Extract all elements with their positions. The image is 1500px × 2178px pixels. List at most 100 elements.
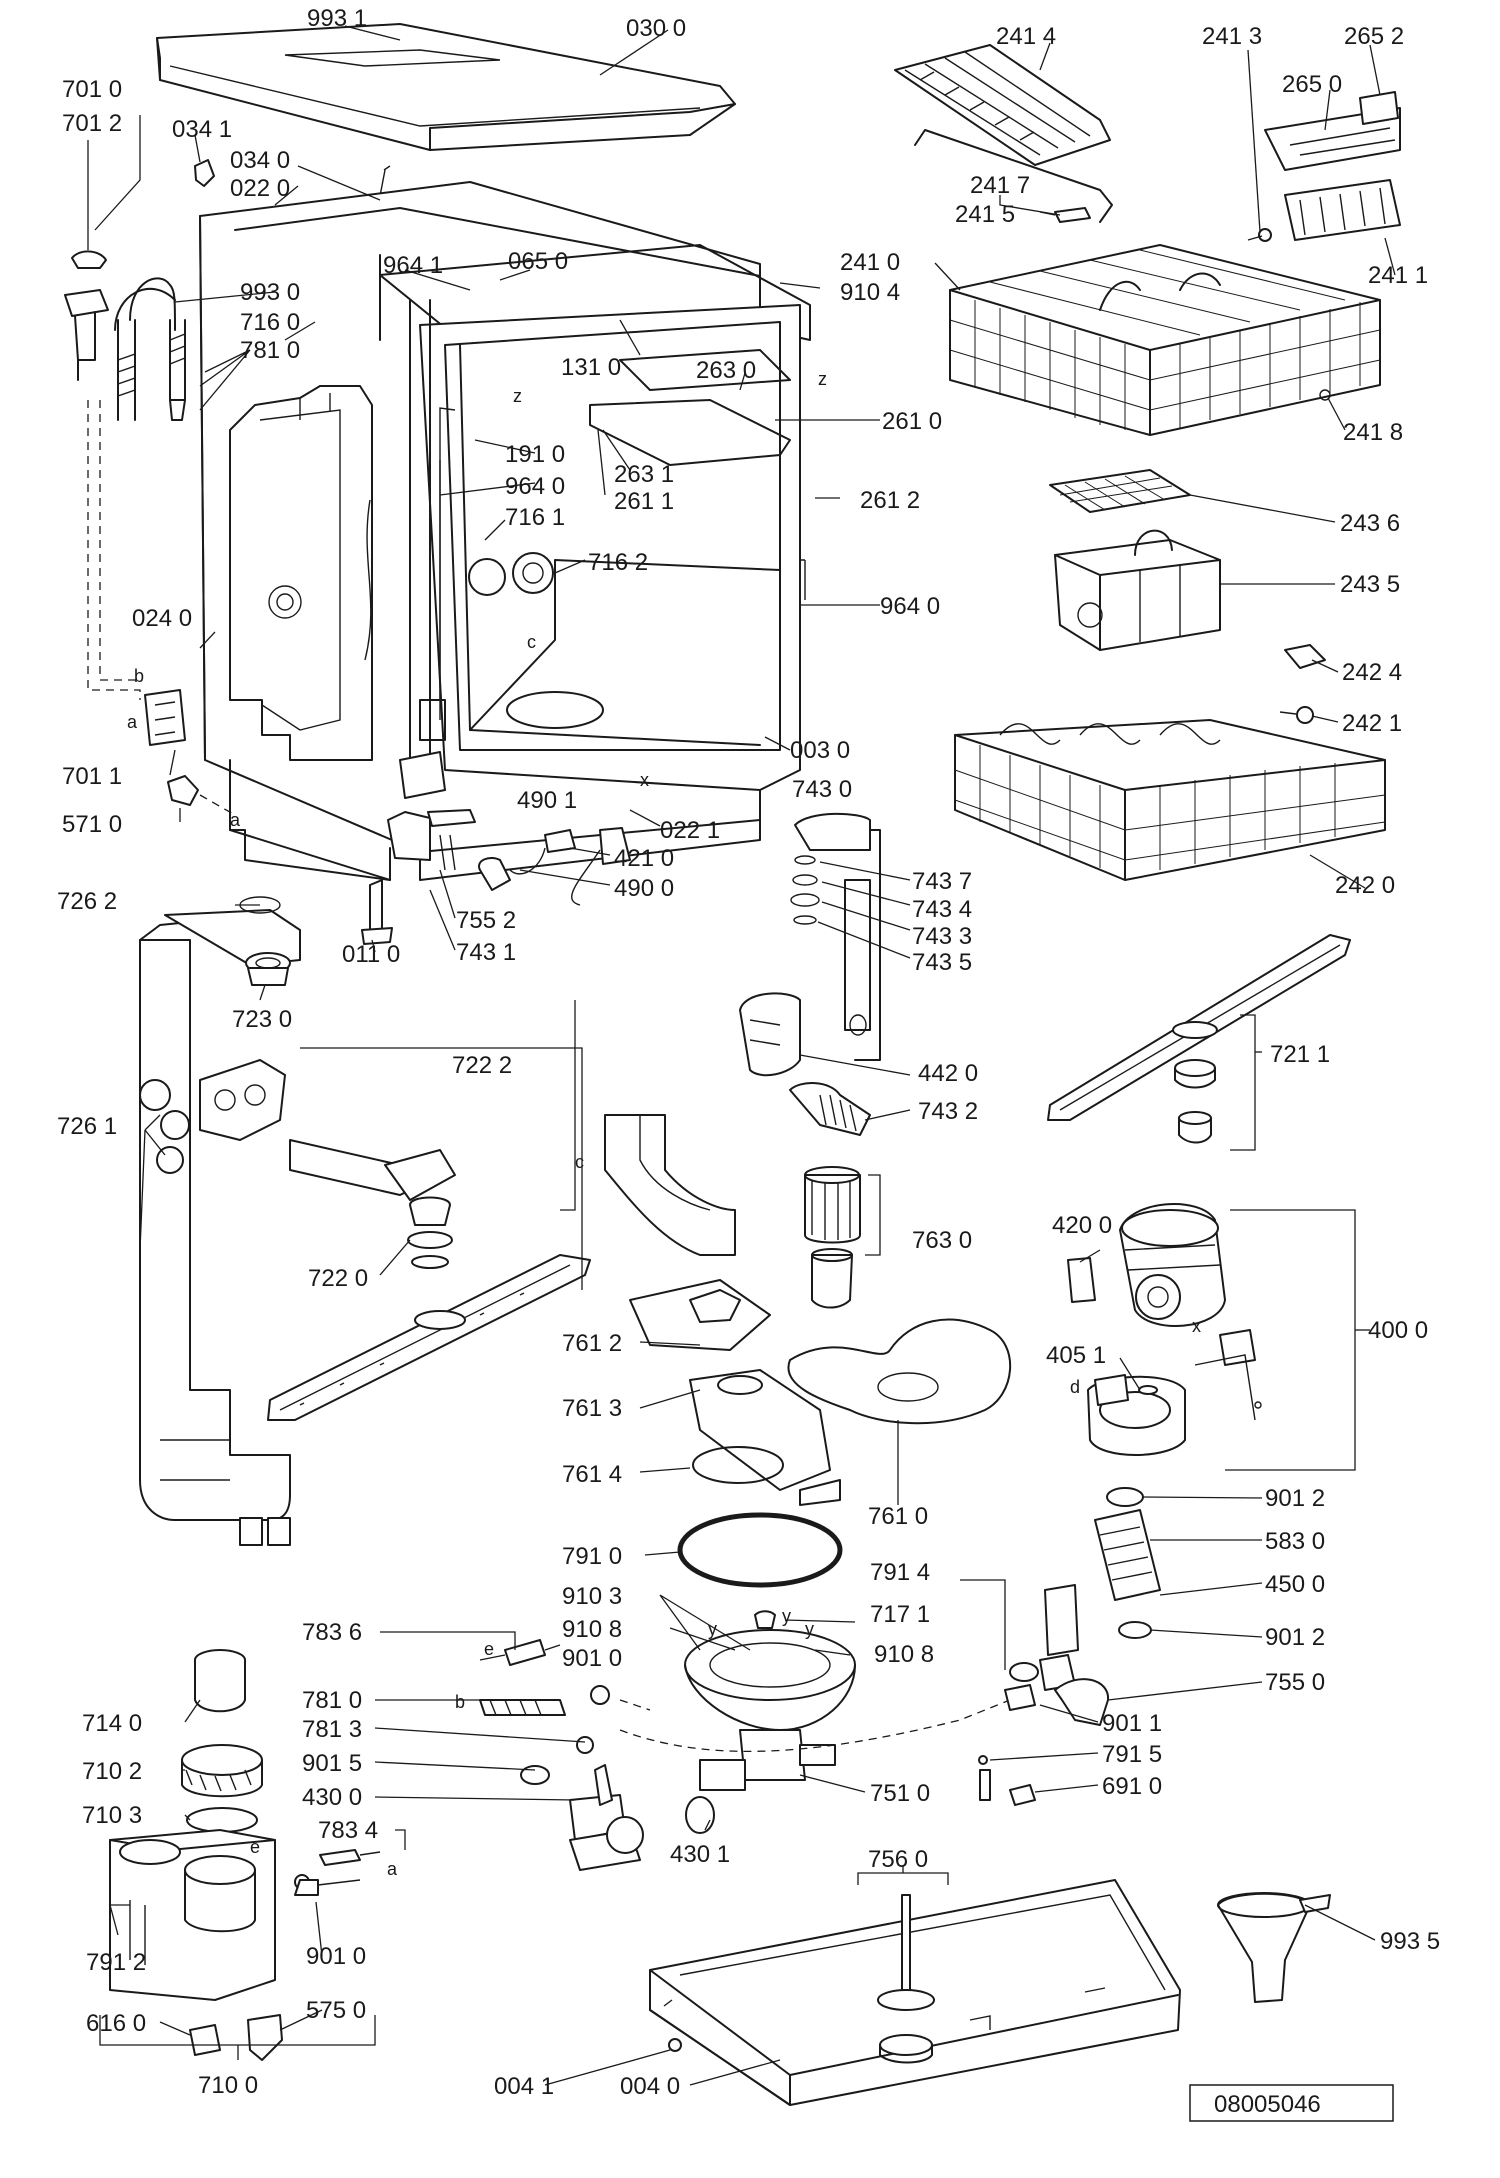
- label-710-0: 710 0: [198, 2072, 258, 2099]
- part-drawings: [64, 23, 1401, 2106]
- label-743-3: 743 3: [912, 923, 972, 950]
- ref-letter-z: z: [513, 386, 522, 406]
- label-701-2: 701 2: [62, 110, 122, 137]
- label-420-0: 420 0: [1052, 1212, 1112, 1239]
- label-583-0: 583 0: [1265, 1528, 1325, 1555]
- label-442-0: 442 0: [918, 1060, 978, 1087]
- sump-drawing: [619, 1512, 1011, 1834]
- ref-letter-x: x: [640, 770, 649, 790]
- label-030-0: 030 0: [626, 15, 686, 42]
- label-755-0: 755 0: [1265, 1669, 1325, 1696]
- label-241-0: 241 0: [840, 249, 900, 276]
- label-743-1: 743 1: [456, 939, 516, 966]
- label-763-0: 763 0: [912, 1227, 972, 1254]
- label-783-6: 783 6: [302, 1619, 362, 1646]
- label-910-8-a: 910 8: [562, 1616, 622, 1643]
- label-726-1: 726 1: [57, 1113, 117, 1140]
- ref-letter-e: e: [250, 1837, 260, 1857]
- ref-letter-b: b: [455, 1692, 465, 1712]
- label-241-7: 241 7: [970, 172, 1030, 199]
- label-743-0: 743 0: [792, 776, 852, 803]
- label-710-2: 710 2: [82, 1758, 142, 1785]
- ref-letter-d: d: [1070, 1377, 1080, 1397]
- label-022-0: 022 0: [230, 175, 290, 202]
- label-751-0: 751 0: [870, 1780, 930, 1807]
- label-717-1: 717 1: [870, 1601, 930, 1628]
- label-901-1: 901 1: [1102, 1710, 1162, 1737]
- label-791-4: 791 4: [870, 1559, 930, 1586]
- label-575-0: 575 0: [306, 1997, 366, 2024]
- label-011-0: 011 0: [342, 941, 400, 968]
- label-022-1: 022 1: [660, 817, 720, 844]
- document-number-box: 08005046: [1189, 2084, 1394, 2122]
- label-721-1: 721 1: [1270, 1041, 1330, 1068]
- label-701-1: 701 1: [62, 763, 122, 790]
- label-716-1: 716 1: [505, 504, 565, 531]
- part-labels: 993 1 030 0 701 0 701 2 034 1 034 0 022 …: [57, 5, 1440, 2100]
- label-701-0: 701 0: [62, 76, 122, 103]
- label-265-2: 265 2: [1344, 23, 1404, 50]
- label-910-3: 910 3: [562, 1583, 622, 1610]
- label-781-0: 781 0: [240, 337, 300, 364]
- label-243-5: 243 5: [1340, 571, 1400, 598]
- label-964-1: 964 1: [383, 252, 443, 279]
- tub-assembly-drawing: [199, 181, 811, 881]
- ref-letter-a: a: [230, 810, 241, 830]
- ref-letter-b: b: [134, 666, 144, 686]
- label-191-0: 191 0: [505, 441, 565, 468]
- ref-letter-e: e: [484, 1639, 494, 1659]
- lower-rack-drawing: [954, 644, 1386, 881]
- label-405-1: 405 1: [1046, 1342, 1106, 1369]
- label-131-0: 131 0: [561, 354, 621, 381]
- hose-left-drawing: [64, 250, 236, 816]
- filter-parts-drawing: [604, 1114, 1012, 1506]
- ref-letter-c: c: [575, 1152, 584, 1172]
- ref-letter-y: y: [805, 1619, 814, 1639]
- drain-parts-drawing: [294, 1639, 651, 1890]
- label-065-0: 065 0: [508, 248, 568, 275]
- pump-motor-drawing: [1067, 1203, 1262, 1456]
- label-964-0-b: 964 0: [880, 593, 940, 620]
- label-261-2: 261 2: [860, 487, 920, 514]
- upper-spray-arm-drawing: [1047, 934, 1351, 1144]
- funnel-drawing: [1217, 1892, 1331, 2003]
- label-241-5: 241 5: [955, 201, 1015, 228]
- label-993-5: 993 5: [1380, 1928, 1440, 1955]
- label-743-7: 743 7: [912, 868, 972, 895]
- label-901-0-b: 901 0: [306, 1943, 366, 1970]
- reference-letters: b a a c z z x x d e e b a c y y y: [127, 369, 1201, 1879]
- ref-letter-a: a: [387, 1859, 398, 1879]
- label-722-0: 722 0: [308, 1265, 368, 1292]
- label-243-6: 243 6: [1340, 510, 1400, 537]
- label-901-0-a: 901 0: [562, 1645, 622, 1672]
- label-901-2-a: 901 2: [1265, 1485, 1325, 1512]
- label-241-8: 241 8: [1343, 419, 1403, 446]
- label-722-2: 722 2: [452, 1052, 512, 1079]
- salt-container-drawing: [109, 1649, 361, 2061]
- label-242-1: 242 1: [1342, 710, 1402, 737]
- label-761-3: 761 3: [562, 1395, 622, 1422]
- label-242-0: 242 0: [1335, 872, 1395, 899]
- label-004-0: 004 0: [620, 2073, 680, 2100]
- upper-rack-drawing: [894, 44, 1401, 436]
- label-242-4: 242 4: [1342, 659, 1402, 686]
- label-430-0: 430 0: [302, 1784, 362, 1811]
- ref-letter-z: z: [818, 369, 827, 389]
- label-263-1: 263 1: [614, 461, 674, 488]
- label-761-2: 761 2: [562, 1330, 622, 1357]
- spray-tube-drawing: [139, 896, 301, 1546]
- base-pan-drawing: [649, 1879, 1181, 2106]
- label-755-2: 755 2: [456, 907, 516, 934]
- label-004-1: 004 1: [494, 2073, 554, 2100]
- label-430-1: 430 1: [670, 1841, 730, 1868]
- label-241-1: 241 1: [1368, 262, 1428, 289]
- leader-lines: [87, 25, 1396, 2086]
- label-761-4: 761 4: [562, 1461, 622, 1488]
- label-743-5: 743 5: [912, 949, 972, 976]
- label-716-2: 716 2: [588, 549, 648, 576]
- label-714-0: 714 0: [82, 1710, 142, 1737]
- worktop-drawing: [156, 23, 736, 151]
- label-761-0: 761 0: [868, 1503, 928, 1530]
- label-791-2: 791 2: [86, 1949, 146, 1976]
- label-024-0: 024 0: [132, 605, 192, 632]
